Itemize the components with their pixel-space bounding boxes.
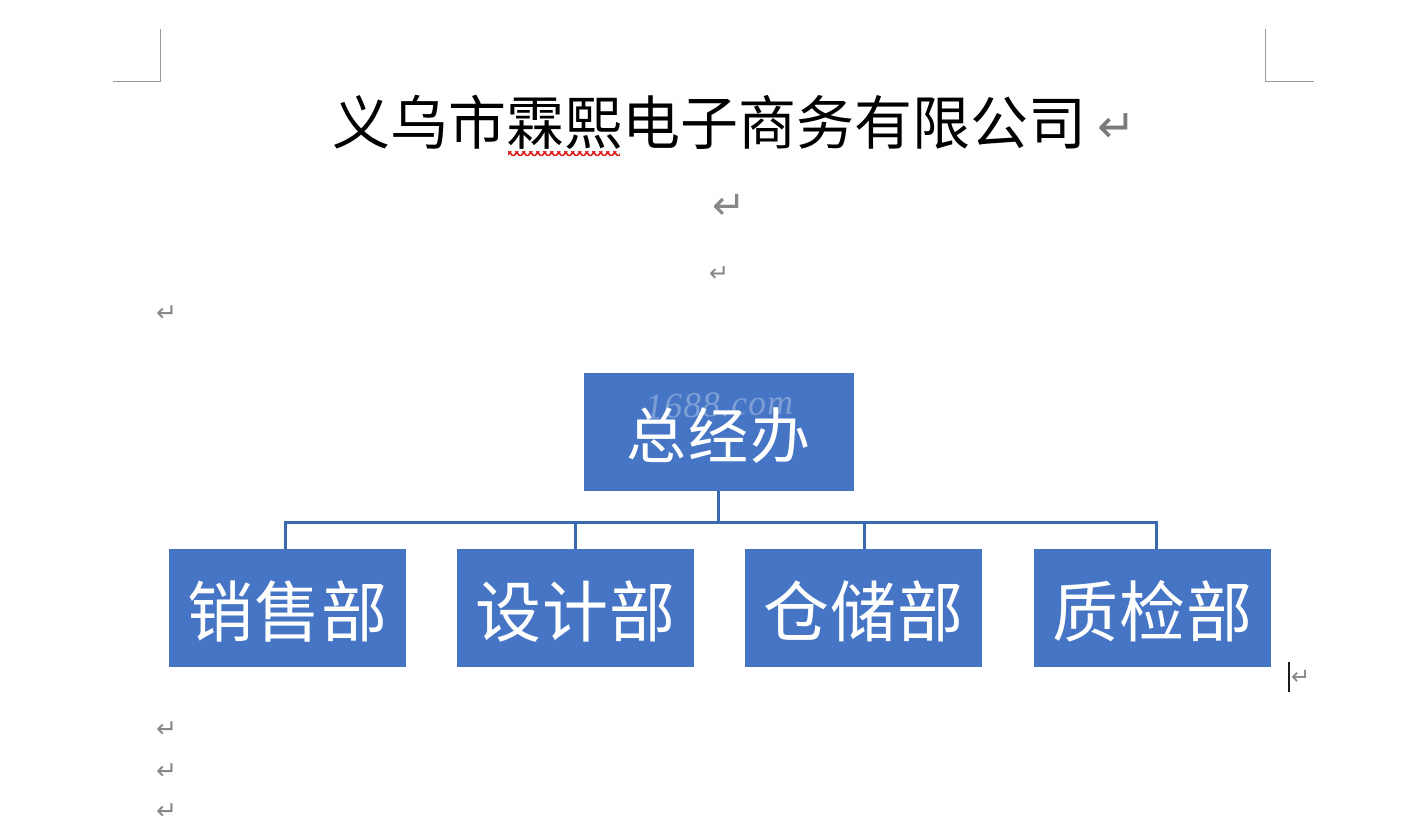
org-node-root-label: 总经办: [626, 403, 812, 471]
org-node-qc[interactable]: 质检部: [1034, 549, 1271, 667]
connector-horizontal-bus: [285, 521, 1157, 524]
paragraph-mark-title: ↵: [1097, 99, 1136, 153]
paragraph-mark-bottom-3: ↵: [156, 796, 177, 819]
paragraph-mark-bottom-1: ↵: [156, 714, 177, 743]
paragraph-mark-line4: ↵: [156, 298, 177, 327]
org-node-sales-label: 销售部: [187, 576, 388, 650]
title-misspelled-text: 霖熙: [506, 92, 623, 157]
org-node-design-label: 设计部: [475, 576, 676, 650]
title-suffix-text: 电子商务有限公司: [622, 92, 1087, 157]
margin-corner-top-right: [1265, 29, 1314, 82]
paragraph-mark-line3: ↵: [709, 259, 730, 287]
margin-corner-top-left: [113, 29, 161, 82]
org-node-storage-label: 仓储部: [763, 576, 964, 650]
paragraph-mark-line2: ↵: [712, 183, 746, 229]
org-node-qc-label: 质检部: [1052, 576, 1253, 650]
title-prefix-text: 义乌市: [332, 92, 507, 157]
org-node-design[interactable]: 设计部: [457, 549, 694, 667]
paragraph-mark-at-cursor: ↵: [1291, 664, 1311, 690]
document-title[interactable]: 义乌市霖熙电子商务有限公司: [332, 92, 1086, 158]
connector-drop-sales: [284, 521, 287, 551]
paragraph-mark-bottom-2: ↵: [156, 756, 177, 785]
connector-root-stem: [717, 491, 720, 523]
text-cursor: [1288, 662, 1290, 692]
org-node-sales[interactable]: 销售部: [169, 549, 406, 667]
org-node-root[interactable]: 总经办: [584, 373, 854, 491]
connector-drop-design: [574, 521, 577, 551]
org-node-storage[interactable]: 仓储部: [745, 549, 982, 667]
connector-drop-qc: [1155, 521, 1158, 551]
connector-drop-storage: [863, 521, 866, 551]
